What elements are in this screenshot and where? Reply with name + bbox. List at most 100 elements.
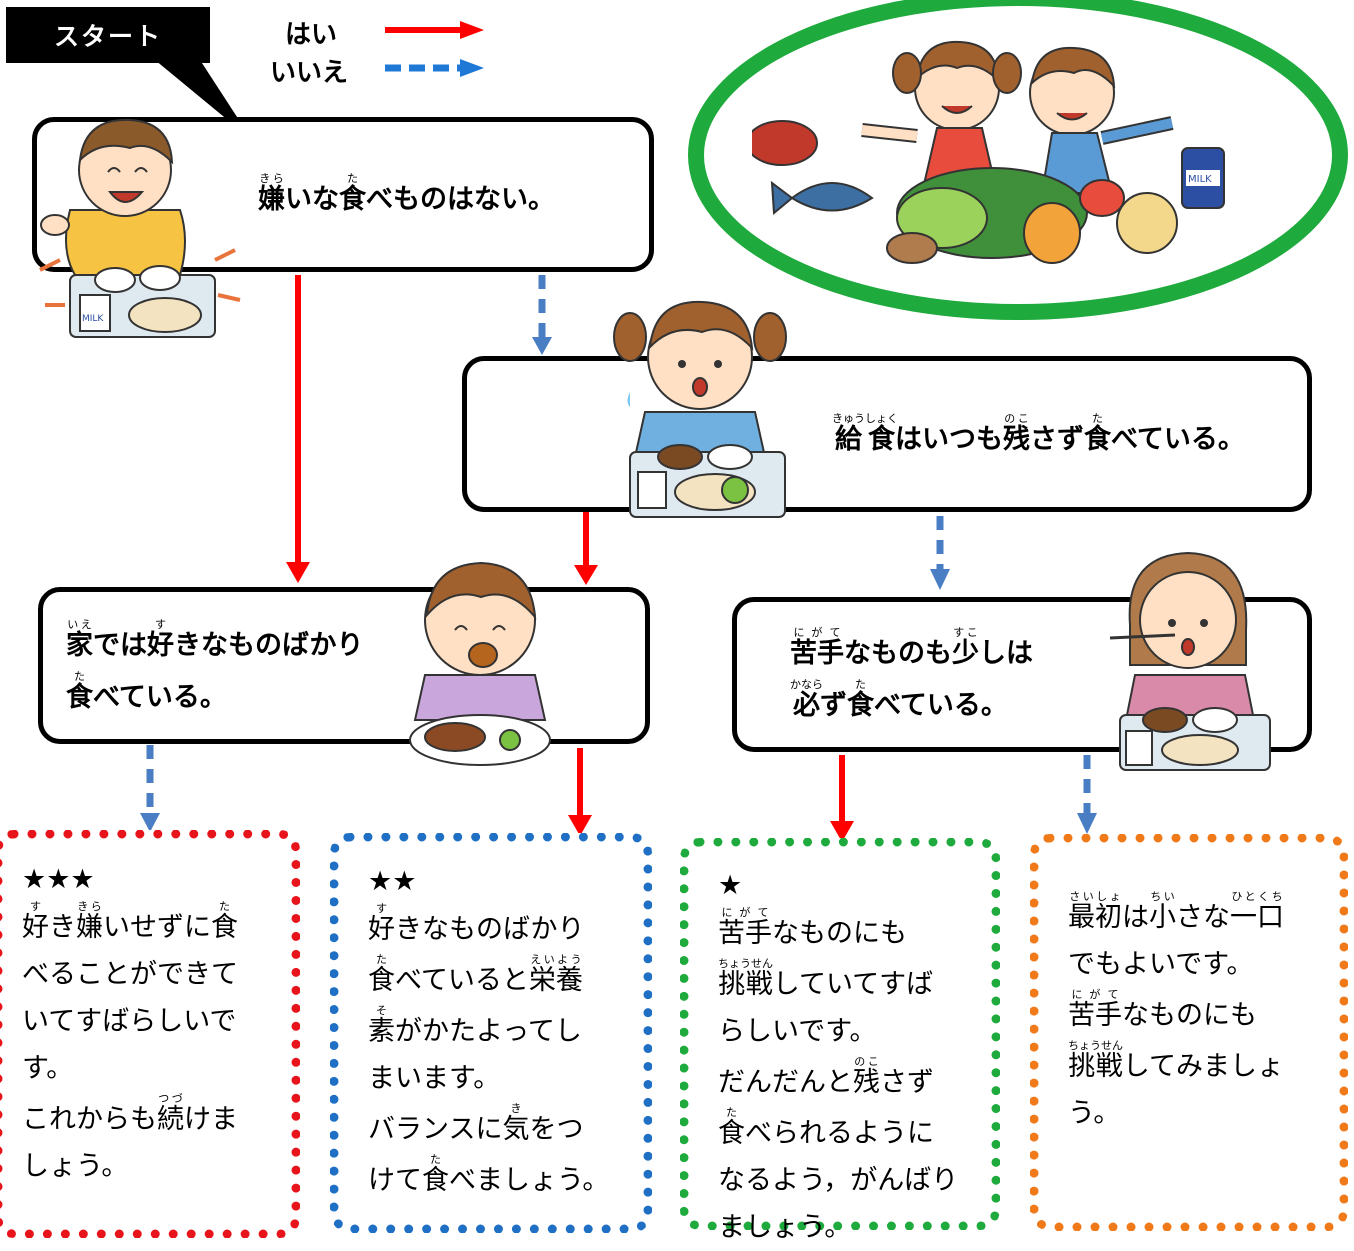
ruby-base: 必	[790, 690, 823, 721]
result-line: 好すき嫌きらいせずに食た	[22, 900, 292, 951]
furigana: にがて	[718, 906, 772, 919]
text-run: は	[1122, 902, 1149, 933]
question-3-line-1: 家いえでは好すきなものばかり	[66, 618, 364, 659]
text-run: はいつも	[895, 424, 1003, 455]
text-run: す。	[22, 1053, 74, 1084]
question-3-line-2: 食たべている。	[66, 670, 227, 711]
text-run: しは	[979, 638, 1033, 669]
furigana: にがて	[790, 626, 844, 639]
ruby-base: 栄養	[528, 965, 583, 996]
ruby-base: 続	[157, 1104, 184, 1135]
ruby-base: 残	[1003, 424, 1030, 455]
result-line: でもよいです。	[1068, 941, 1338, 988]
result-line: いてすばらしいで	[22, 998, 292, 1045]
result-line: 好すきなものばかり	[368, 902, 638, 953]
text-run: してみましょ	[1122, 1051, 1284, 1082]
furigana: す	[22, 900, 49, 913]
text-run: けて	[368, 1165, 422, 1196]
arrow-q4-yes	[830, 821, 854, 842]
text-run: いてすばらしいで	[22, 1006, 237, 1037]
question-2-text: 給きゅう食しょくはいつも残のこさず食たべている。	[832, 412, 1245, 453]
result-1-text: ★★★好すき嫌きらいせずに食たべることができていてすばらしいです。これからも続つ…	[22, 860, 292, 1190]
result-line: 食たべていると栄養えいよう	[368, 953, 638, 1004]
worried-child-eating-illustration	[1109, 551, 1271, 771]
result-line: 最初さいしょは小ちいさな一口ひとくち	[1068, 890, 1338, 941]
furigana: た	[211, 900, 238, 913]
furigana: た	[718, 1106, 745, 1119]
goal-ellipse	[688, 0, 1348, 320]
ruby-base: 食	[211, 912, 238, 943]
result-line: ましょう。	[718, 1204, 988, 1251]
arrow-q4-no	[1077, 813, 1097, 834]
result-3-text: ★苦手にがてなものにも挑戦ちょうせんしていてすばらしいです。だんだんと残のこさず…	[718, 866, 988, 1251]
result-line: しょう。	[22, 1143, 292, 1190]
ruby-base: 嫌	[76, 912, 103, 943]
ruby-base: 好	[147, 630, 174, 661]
result-line: まいます。	[368, 1055, 638, 1102]
furigana: す	[368, 902, 395, 915]
text-run: べている。	[1111, 424, 1245, 455]
furigana: すこ	[952, 626, 979, 639]
text-run: なものにも	[772, 918, 907, 949]
furigana: そ	[368, 1004, 395, 1017]
furigana: ちょうせん	[1068, 1039, 1123, 1052]
result-box-1-star	[680, 838, 1000, 1230]
boy-eating-steak-illustration	[409, 561, 551, 766]
result-line: う。	[1068, 1090, 1338, 1137]
text-run: う。	[1068, 1098, 1121, 1129]
furigana: た	[847, 678, 874, 691]
furigana: た	[422, 1153, 449, 1166]
furigana: しょく	[865, 412, 898, 425]
ruby-base: 好	[368, 914, 395, 945]
furigana: いえ	[66, 618, 93, 631]
ruby-base: 嫌	[258, 184, 285, 215]
text-run: だんだんと	[718, 1067, 853, 1098]
furigana: にがて	[1068, 988, 1122, 1001]
ruby-base: 少	[952, 638, 979, 669]
ruby-base: 気	[502, 1114, 530, 1145]
text-run: でもよいです。	[1068, 949, 1254, 980]
kids-with-vegetables-illustration: MILK	[752, 40, 1225, 264]
furigana: きら	[76, 900, 103, 913]
furigana: えいよう	[528, 953, 583, 966]
result-line: 苦手にがてなものにも	[1068, 988, 1338, 1039]
text-run: べている。	[874, 690, 1008, 721]
furigana: きら	[258, 172, 285, 185]
furigana: のこ	[853, 1055, 880, 1068]
text-run: いな	[285, 184, 339, 215]
arrow-q2-no	[930, 569, 950, 590]
question-box-2	[462, 356, 1312, 512]
text-run: らしいです。	[718, 1016, 877, 1047]
result-line: らしいです。	[718, 1008, 988, 1055]
furigana: ひとくち	[1230, 890, 1284, 903]
milk-label-2: MILK	[1188, 174, 1212, 185]
arrow-q2-yes	[574, 565, 598, 585]
question-box-3	[38, 587, 650, 744]
star-rating: ★★	[368, 866, 417, 897]
furigana: す	[147, 618, 174, 631]
ruby-base: 食	[718, 1118, 745, 1149]
ruby-base: 食	[1084, 424, 1111, 455]
text-run: きなものばかり	[395, 914, 585, 945]
ruby-base: 残	[853, 1067, 880, 1098]
question-4-line-1: 苦手にがてなものも少すこしは	[790, 626, 1033, 667]
furigana: かなら	[790, 678, 823, 691]
furigana: きゅう	[832, 412, 865, 425]
worried-girl-tray-illustration	[613, 300, 787, 518]
text-run: がかたよってし	[395, 1016, 582, 1047]
ruby-base: 給	[832, 424, 865, 455]
text-run: なものにも	[1122, 1000, 1257, 1031]
ruby-base: 食	[847, 690, 874, 721]
furigana: た	[66, 670, 93, 683]
ruby-base: 食	[368, 965, 395, 996]
furigana: のこ	[1003, 412, 1030, 425]
ruby-base: 素	[368, 1016, 395, 1047]
text-run: なものも	[844, 638, 952, 669]
result-box-no-star	[1030, 834, 1348, 1231]
arrow-q1-yes	[286, 562, 310, 583]
arrow-q3-no	[140, 813, 160, 832]
result-line: これからも続つづけま	[22, 1092, 292, 1143]
arrow-q1-no	[532, 337, 552, 355]
happy-boy-tray-illustration: MILK	[39, 118, 241, 338]
result-line: す。	[22, 1045, 292, 1092]
